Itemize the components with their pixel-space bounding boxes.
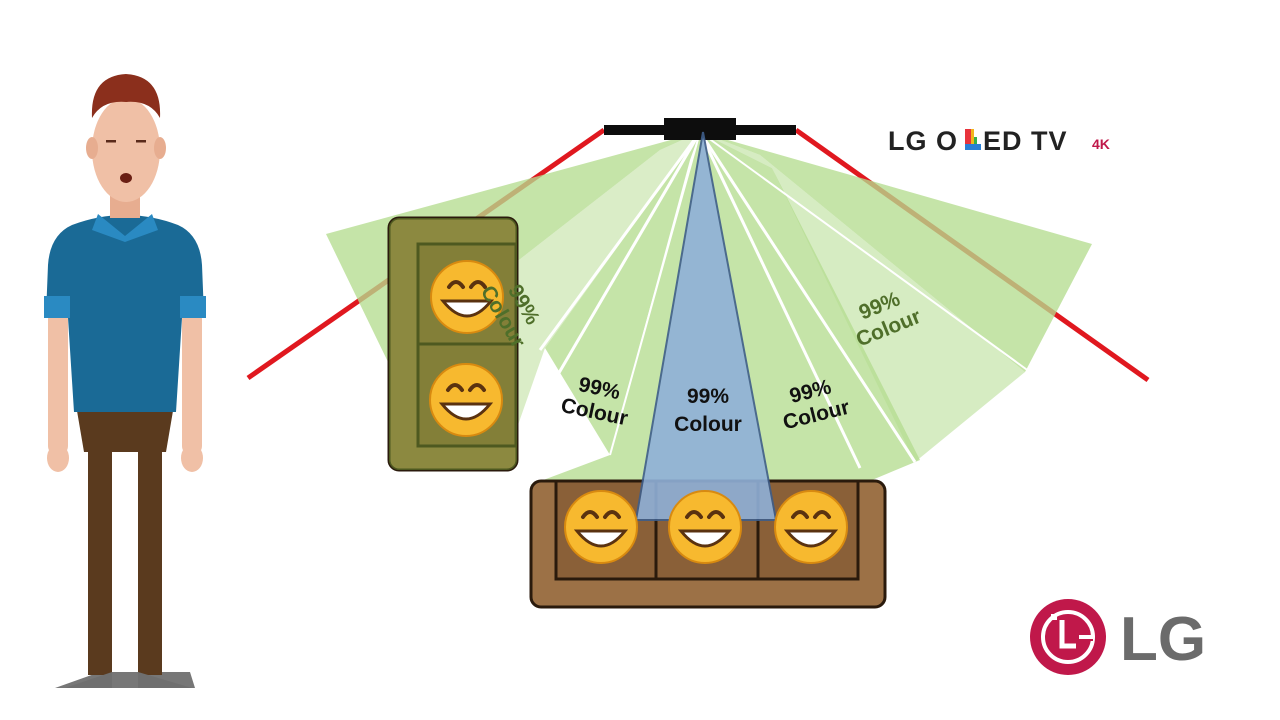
cone-far-right <box>700 132 1092 372</box>
center-pct: 99% <box>687 385 729 408</box>
cone-right-mid <box>700 132 1025 462</box>
lg-face-icon <box>1030 599 1106 675</box>
presenter-right-arm <box>182 310 202 455</box>
grinning-face-icon <box>430 260 504 334</box>
grinning-face-icon <box>668 490 742 564</box>
presenter-left-leg <box>88 440 112 675</box>
presenter-head <box>92 98 160 202</box>
presenter-right-eye <box>136 140 146 143</box>
presenter-left-arm <box>48 310 68 455</box>
presenter-left-hand <box>47 444 69 472</box>
divider-ray-5 <box>698 131 917 463</box>
presenter-trousers <box>76 405 174 452</box>
oled-color-l-icon <box>965 129 981 150</box>
divider-ray-2 <box>538 131 702 351</box>
divider-ray-6 <box>699 131 1031 373</box>
center-colour-label: 99% Colour <box>674 385 742 436</box>
presenter-hair <box>91 74 161 118</box>
tv-brand-title: LG O ED TV 4K <box>888 126 1110 156</box>
presenter-left-cuff <box>44 296 70 318</box>
grinning-face-icon <box>564 490 638 564</box>
presenter-left-eye <box>106 140 116 143</box>
presenter-right-hand <box>181 444 203 472</box>
presenter-shirt <box>46 215 204 412</box>
tv-stand <box>664 118 736 140</box>
presenter-left-shoe <box>65 672 112 688</box>
presenter-collar <box>92 214 158 242</box>
viewers <box>429 260 848 564</box>
presenter-right-leg <box>138 440 162 675</box>
tv-title-badge: 4K <box>1092 136 1110 152</box>
divider-ray-1 <box>503 131 702 466</box>
tv-top-view <box>604 118 796 140</box>
tv-title-prefix: LG O <box>888 126 958 156</box>
lg-logo-text: LG <box>1120 605 1206 674</box>
presenter-mouth <box>120 173 132 183</box>
tv-title-suffix: ED TV <box>983 126 1068 156</box>
divider-ray-4 <box>698 131 862 469</box>
divider-ray-3 <box>609 131 701 456</box>
lg-logo: LG <box>1030 599 1206 675</box>
grinning-face-icon <box>429 363 503 437</box>
presenter-left-ear <box>86 137 98 159</box>
presenter-right-shoe <box>138 672 192 688</box>
center-word: Colour <box>674 413 742 436</box>
presenter-illustration <box>44 74 206 688</box>
presenter-right-ear <box>154 137 166 159</box>
grinning-face-icon <box>774 490 848 564</box>
cone-left-inner <box>545 132 700 455</box>
presenter-right-cuff <box>180 296 206 318</box>
